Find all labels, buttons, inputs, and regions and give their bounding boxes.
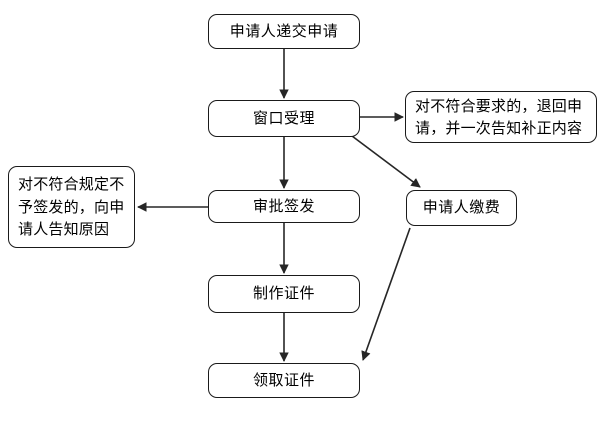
node-label: 申请人递交申请 (229, 21, 339, 40)
node-label: 申请人缴费 (422, 198, 501, 217)
node-label: 窗口受理 (252, 108, 315, 127)
node-label: 制作证件 (252, 284, 315, 303)
node-submit-application[interactable]: 申请人递交申请 (208, 14, 360, 49)
edge-window-to-pay (351, 135, 421, 188)
node-approval-issuance[interactable]: 审批签发 (208, 190, 360, 223)
node-label: 领取证件 (252, 370, 315, 389)
node-label: 对不符合规定不 予签发的，向申 请人告知原因 (18, 175, 125, 239)
edge-pay-to-receive (361, 227, 411, 361)
node-window-acceptance[interactable]: 窗口受理 (208, 100, 360, 137)
node-label: 对不符合要求的，退回申 请，并一次告知补正内容 (415, 96, 583, 138)
node-reject-notify-reason[interactable]: 对不符合规定不 予签发的，向申 请人告知原因 (8, 166, 135, 248)
node-collect-certificate[interactable]: 领取证件 (208, 363, 360, 398)
node-return-application[interactable]: 对不符合要求的，退回申 请，并一次告知补正内容 (405, 91, 597, 143)
node-make-certificate[interactable]: 制作证件 (208, 275, 360, 313)
node-applicant-payment[interactable]: 申请人缴费 (406, 190, 517, 226)
node-label: 审批签发 (252, 196, 315, 215)
